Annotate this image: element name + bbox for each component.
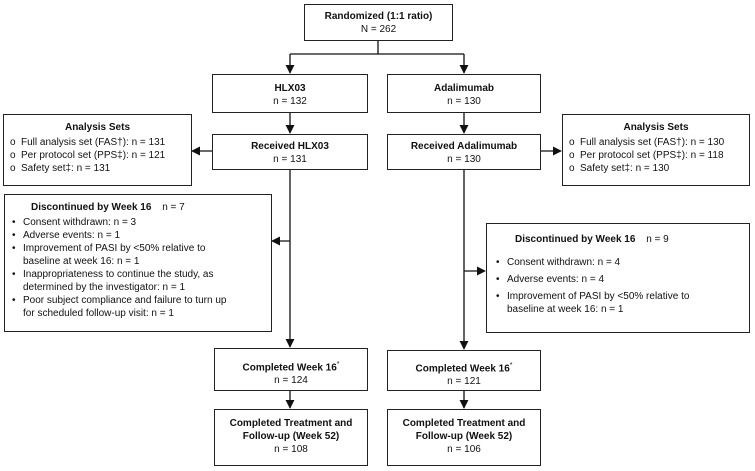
analysis-sets-right-title: Analysis Sets xyxy=(623,122,689,133)
randomized-n: N = 262 xyxy=(360,24,397,35)
completed52-box-hlx03: Completed Treatment and Follow-up (Week … xyxy=(214,409,368,466)
analysis-item: Full analysis set (FAS†): n = 130 xyxy=(568,136,744,149)
received-n-hlx03: n = 131 xyxy=(273,154,307,165)
discontinued-reason: Consent withdrawn: n = 3 xyxy=(11,216,266,229)
completed16-n-adalimumab: n = 121 xyxy=(447,376,481,388)
discontinued-left-n: n = 7 xyxy=(162,202,185,213)
arm-n-adalimumab: n = 130 xyxy=(447,96,481,107)
completed16-box-hlx03: Completed Week 16* n = 124 xyxy=(214,348,368,391)
discontinued-reason: Adverse events: n = 1 xyxy=(11,229,266,242)
arm-name-adalimumab: Adalimumab xyxy=(433,83,494,94)
discontinued-left-title: Discontinued by Week 16 xyxy=(31,202,152,213)
analysis-item: Safety set‡: n = 131 xyxy=(9,162,186,175)
received-title-hlx03: Received HLX03 xyxy=(251,141,329,152)
discontinued-left: Discontinued by Week 16 n = 7 Consent wi… xyxy=(4,194,272,332)
discontinued-right-n: n = 9 xyxy=(646,234,669,245)
arm-box-hlx03: HLX03 n = 132 xyxy=(212,74,368,113)
completed52-line2-hlx03: Follow-up (Week 52) xyxy=(242,431,340,442)
arm-box-adalimumab: Adalimumab n = 130 xyxy=(387,74,541,113)
discontinued-left-list: Consent withdrawn: n = 3 Adverse events:… xyxy=(11,216,266,320)
discontinued-reason: Improvement of PASI by <50% relative tob… xyxy=(495,290,744,316)
discontinued-reason: Inappropriateness to continue the study,… xyxy=(11,268,266,294)
discontinued-reason: Adverse events: n = 4 xyxy=(495,273,744,286)
arm-name-hlx03: HLX03 xyxy=(274,83,306,94)
completed16-title-adalimumab: Completed Week 16* xyxy=(415,362,513,375)
completed52-line1-hlx03: Completed Treatment and xyxy=(229,418,353,429)
discontinued-reason: Consent withdrawn: n = 4 xyxy=(495,256,744,269)
analysis-sets-left-list: Full analysis set (FAS†): n = 131 Per pr… xyxy=(9,136,186,175)
randomized-title: Randomized (1:1 ratio) xyxy=(324,11,433,22)
received-title-adalimumab: Received Adalimumab xyxy=(410,141,518,152)
discontinued-right-list: Consent withdrawn: n = 4 Adverse events:… xyxy=(495,256,744,316)
discontinued-left-header: Discontinued by Week 16 n = 7 xyxy=(11,201,266,214)
analysis-sets-right-list: Full analysis set (FAS†): n = 130 Per pr… xyxy=(568,136,744,175)
analysis-sets-right: Analysis Sets Full analysis set (FAS†): … xyxy=(562,114,750,186)
completed52-line2-adalimumab: Follow-up (Week 52) xyxy=(415,431,513,442)
analysis-sets-left: Analysis Sets Full analysis set (FAS†): … xyxy=(3,114,192,186)
completed16-title-hlx03: Completed Week 16* xyxy=(242,361,340,374)
analysis-item: Per protocol set (PPS‡): n = 121 xyxy=(9,149,186,162)
analysis-sets-left-title: Analysis Sets xyxy=(64,122,131,133)
arm-n-hlx03: n = 132 xyxy=(273,96,307,107)
discontinued-right-header: Discontinued by Week 16 n = 9 xyxy=(495,233,744,246)
analysis-item: Full analysis set (FAS†): n = 131 xyxy=(9,136,186,149)
completed52-line1-adalimumab: Completed Treatment and xyxy=(402,418,526,429)
discontinued-reason: Poor subject compliance and failure to t… xyxy=(11,294,266,320)
completed52-n-hlx03: n = 108 xyxy=(274,444,308,455)
completed16-n-hlx03: n = 124 xyxy=(274,375,308,387)
analysis-item: Per protocol set (PPS‡): n = 118 xyxy=(568,149,744,162)
completed52-box-adalimumab: Completed Treatment and Follow-up (Week … xyxy=(387,409,541,466)
randomized-box: Randomized (1:1 ratio) N = 262 xyxy=(304,4,453,41)
completed52-n-adalimumab: n = 106 xyxy=(447,444,481,455)
received-box-adalimumab: Received Adalimumab n = 130 xyxy=(387,134,541,170)
discontinued-reason: Improvement of PASI by <50% relative tob… xyxy=(11,242,266,268)
discontinued-right: Discontinued by Week 16 n = 9 Consent wi… xyxy=(486,223,750,333)
analysis-item: Safety set‡: n = 130 xyxy=(568,162,744,175)
completed16-box-adalimumab: Completed Week 16* n = 121 xyxy=(387,350,541,391)
received-box-hlx03: Received HLX03 n = 131 xyxy=(212,134,368,170)
received-n-adalimumab: n = 130 xyxy=(447,154,481,165)
discontinued-right-title: Discontinued by Week 16 xyxy=(515,234,636,245)
